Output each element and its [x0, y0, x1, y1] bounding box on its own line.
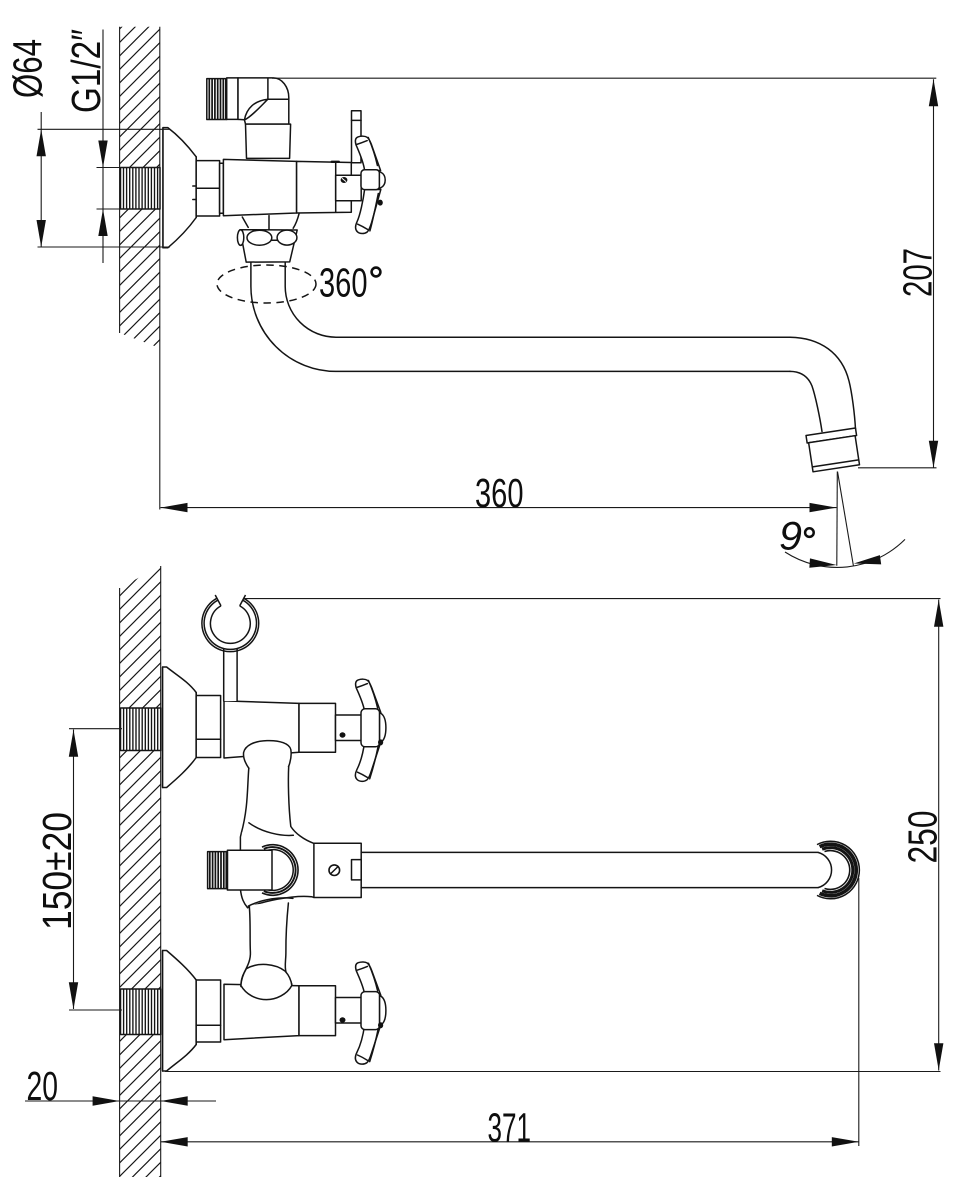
svg-text:150±20: 150±20 — [34, 812, 80, 930]
svg-text:9: 9 — [779, 515, 802, 559]
svg-text:G1/2″: G1/2″ — [63, 29, 109, 113]
svg-text:207: 207 — [895, 248, 941, 297]
svg-text:20: 20 — [27, 1063, 59, 1109]
svg-text:250: 250 — [900, 811, 946, 864]
svg-text:360: 360 — [475, 470, 524, 516]
svg-text:371: 371 — [488, 1105, 532, 1151]
svg-text:360: 360 — [319, 260, 368, 306]
svg-text:Ø64: Ø64 — [5, 39, 51, 98]
